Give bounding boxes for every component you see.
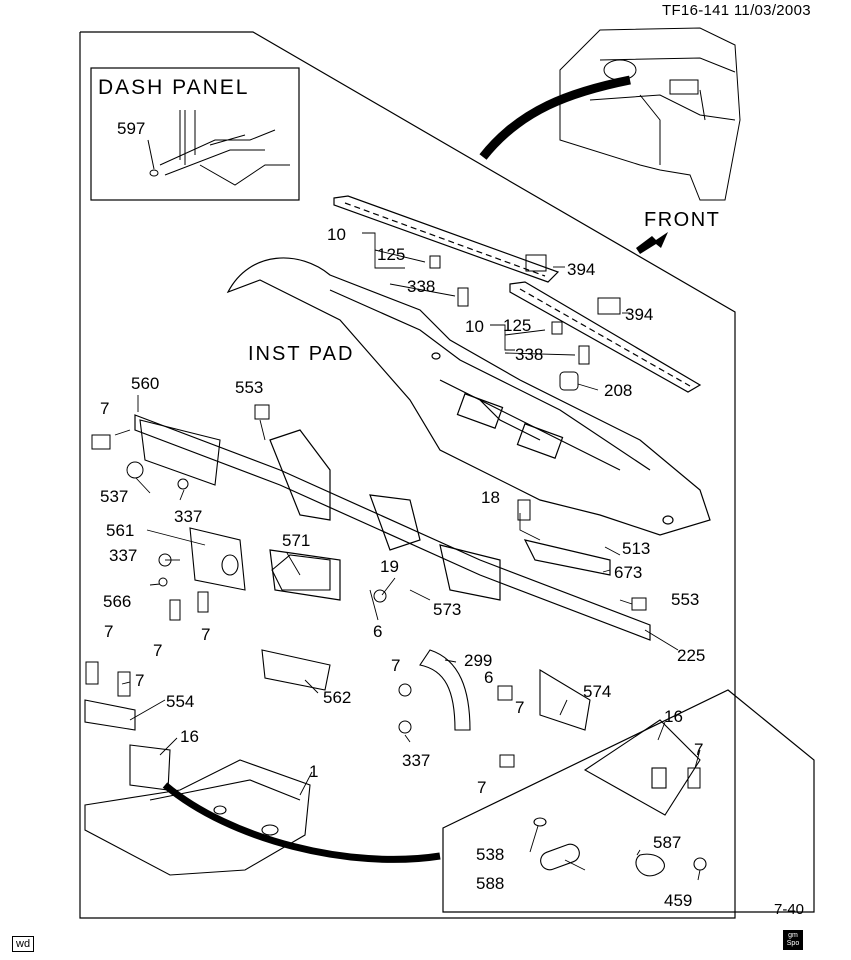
callout-6: 6: [484, 668, 493, 687]
callout-337: 337: [174, 507, 202, 526]
gm-badge-top: gm: [788, 932, 798, 939]
callout-394: 394: [625, 305, 653, 324]
callout-6: 6: [373, 622, 382, 641]
detail-inset-contents: [533, 719, 707, 877]
callout-7: 7: [694, 740, 703, 759]
callout-7: 7: [515, 698, 524, 717]
callout-19: 19: [380, 557, 399, 576]
gm-badge-bottom: Spo: [786, 940, 800, 947]
callout-7: 7: [391, 656, 400, 675]
callout-338: 338: [407, 277, 435, 296]
callout-571: 571: [282, 531, 310, 550]
callout-7: 7: [477, 778, 486, 797]
bolts: [85, 404, 701, 789]
dash-panel-title: DASH PANEL: [98, 76, 250, 99]
callout-16: 16: [180, 727, 199, 746]
callout-338: 338: [515, 345, 543, 364]
cross-car-beam: [134, 414, 651, 641]
callout-537: 537: [100, 487, 128, 506]
left-brackets: [84, 419, 591, 791]
callout-299: 299: [464, 651, 492, 670]
inst-pad-label: INST PAD: [248, 343, 354, 365]
floor-bracket: [84, 759, 311, 876]
callout-225: 225: [677, 646, 705, 665]
floor-to-detail-leader: [162, 782, 441, 863]
callout-553: 553: [235, 378, 263, 397]
callout-18: 18: [481, 488, 500, 507]
callout-125: 125: [503, 316, 531, 335]
callout-10: 10: [465, 317, 484, 336]
callout-560: 560: [131, 374, 159, 393]
callout-337: 337: [402, 751, 430, 770]
callout-574: 574: [583, 682, 611, 701]
page-number: 7-40: [774, 901, 805, 918]
callout-7: 7: [104, 622, 113, 641]
gm-spo-logo: gm Spo: [783, 930, 803, 950]
callout-16: 16: [664, 707, 683, 726]
callout-561: 561: [106, 521, 134, 540]
callout-337: 337: [109, 546, 137, 565]
callout-573: 573: [433, 600, 461, 619]
callout-587: 587: [653, 833, 681, 852]
vehicle-pointer-arrow: [479, 75, 631, 160]
vehicle-cab-sketch: [559, 27, 741, 201]
upper-fasteners: [429, 254, 621, 391]
inst-pad-strips: [333, 195, 702, 393]
callout-513: 513: [622, 539, 650, 558]
callout-673: 673: [614, 563, 642, 582]
callout-553: 553: [671, 590, 699, 609]
callout-554: 554: [166, 692, 194, 711]
callout-7: 7: [153, 641, 162, 660]
wd-badge: wd: [12, 936, 35, 952]
diagram-frame: [79, 31, 736, 919]
callout-588: 588: [476, 874, 504, 893]
callout-597: 597: [117, 119, 145, 138]
callout-566: 566: [103, 592, 131, 611]
callout-10: 10: [327, 225, 346, 244]
callout-7: 7: [135, 671, 144, 690]
dash-panel-inset: [90, 67, 300, 201]
front-arrow: [636, 232, 668, 254]
callout-7: 7: [100, 399, 109, 418]
callout-7: 7: [201, 625, 210, 644]
dash-panel-detail: [147, 110, 290, 186]
drawing-reference: TF16-141 11/03/2003: [662, 2, 811, 19]
callout-538: 538: [476, 845, 504, 864]
callout-562: 562: [323, 688, 351, 707]
inst-pad-body: [226, 257, 711, 536]
callout-1: 1: [309, 762, 318, 781]
callout-394: 394: [567, 260, 595, 279]
leader-lines: [114, 232, 701, 881]
callout-208: 208: [604, 381, 632, 400]
callout-125: 125: [377, 245, 405, 264]
callout-459: 459: [664, 891, 692, 910]
detail-inset: [442, 689, 815, 913]
front-label: FRONT: [644, 209, 720, 231]
